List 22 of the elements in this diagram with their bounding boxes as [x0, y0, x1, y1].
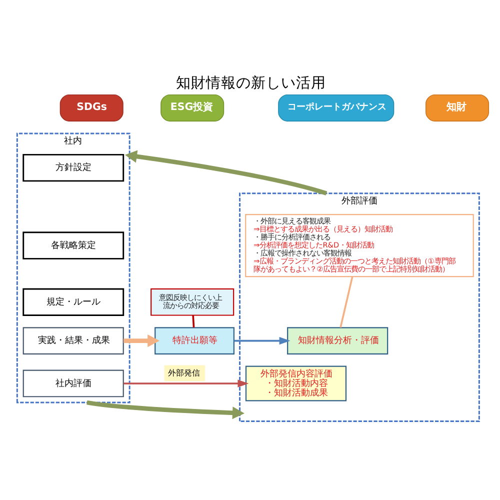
node-box: 外部発信内容評価 ・知財活動内容 ・知財活動成果	[245, 366, 347, 402]
node-box: 知財	[426, 94, 490, 122]
node-box: SDGs	[60, 94, 124, 122]
node-box: 社内評価	[22, 370, 124, 398]
node-box: 各戦略策定	[22, 232, 124, 260]
arrow	[86, 400, 244, 420]
node-box: ・外部に見える客観成果 ⇒目標とする成果が出る（見える）知財活動 ・勝手に分析評価される ⇒分析評価を想定したR&D・知財活動 ・広報で操作されない客観情報 ⇒広報・ブランディング活動の一つと考えた知財活動（①専門部隊があってもよい？②広告宣伝費の一部で上記特別知財活動）	[245, 214, 474, 278]
node-box: 特許出願等	[154, 327, 234, 354]
diagram-title: 知財情報の新しい活用	[176, 74, 326, 92]
connector	[340, 276, 354, 328]
node-box: 規定・ルール	[22, 288, 124, 316]
node-box: 実践・結果・成果	[22, 327, 124, 354]
arrow	[124, 334, 160, 348]
arrow	[124, 380, 249, 388]
node-box: コーポレートガバナンス	[278, 94, 394, 122]
connector	[192, 315, 195, 328]
node-box: 意図反映しにくい上流からの対応必要	[150, 288, 234, 316]
arrow	[234, 336, 290, 345]
arrow	[124, 150, 328, 196]
node-box: 知財情報分析・評価	[287, 327, 388, 354]
node-box: ESG投資	[160, 94, 224, 122]
node-box: 方針設定	[22, 154, 124, 182]
